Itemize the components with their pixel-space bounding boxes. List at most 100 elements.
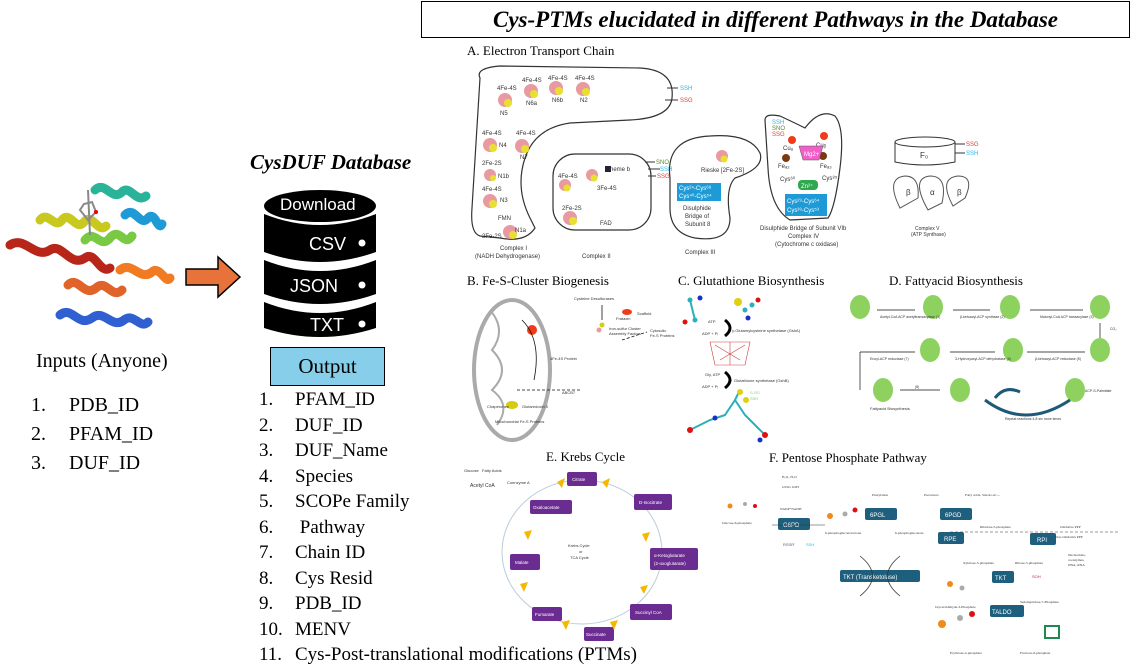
svg-text:β: β [906, 188, 911, 197]
acp-enzymes [850, 295, 1110, 402]
input-item: 3.DUF_ID [31, 452, 141, 474]
svg-text:4Fe-4S: 4Fe-4S [548, 76, 568, 82]
svg-text:Malonyl-CoA ACP transacylase (: Malonyl-CoA ACP transacylase (3) [1040, 315, 1094, 319]
format-txt[interactable]: TXT [310, 315, 344, 335]
svg-text:Ribulose-5-phosphate: Ribulose-5-phosphate [980, 525, 1011, 529]
svg-text:RPI: RPI [1037, 538, 1047, 544]
inputs-title: Inputs (Anyone) [36, 350, 168, 372]
input-item: 2.PFAM_ID [31, 423, 154, 445]
panel-d-title: D. Fattyacid Biosynthesis [889, 273, 1023, 288]
svg-text:Disulphide Bridge of Subunit V: Disulphide Bridge of Subunit VIb [760, 226, 847, 232]
svg-text:Complex I: Complex I [500, 246, 527, 252]
svg-text:4Fe-4S: 4Fe-4S [575, 76, 595, 82]
ppp-molecules [727, 502, 1060, 639]
output-item: 3.DUF_Name [259, 440, 388, 461]
cys-molecule [734, 297, 761, 321]
output-item: 2.DUF_ID [259, 414, 363, 436]
svg-text:N1a: N1a [515, 228, 527, 234]
panel-krebs-diagram: Citrate D-Isocitrate α-Ketoglutarate (2-… [464, 468, 698, 641]
mg-ion [798, 145, 824, 161]
svg-text:Oxidative PPP: Oxidative PPP [1060, 525, 1081, 529]
database-title: CysDUF Database [250, 150, 412, 174]
svg-text:Mg2+: Mg2+ [804, 152, 820, 158]
svg-text:Feₐ₂: Feₐ₂ [778, 164, 790, 170]
svg-text:Glutaredoxin 5: Glutaredoxin 5 [522, 404, 549, 409]
svg-text:ABCB7: ABCB7 [562, 390, 576, 395]
output-item: 1.PFAM_ID [259, 389, 375, 410]
svg-text:Cuₐ: Cuₐ [783, 146, 794, 152]
svg-text:ADP + Pᵢ: ADP + Pᵢ [702, 384, 718, 389]
svg-text:Acetyl CoA: Acetyl CoA [470, 483, 495, 489]
svg-text:4Fe-4S Protein: 4Fe-4S Protein [550, 356, 577, 361]
svg-text:TKT (Transketolase): TKT (Transketolase) [843, 575, 897, 581]
svg-text:Xylulose-5-phosphate: Xylulose-5-phosphate [963, 561, 994, 565]
svg-text:or: or [579, 549, 583, 554]
oxygen-atom [94, 210, 98, 214]
svg-text:Fructose-6-phosphate: Fructose-6-phosphate [1020, 651, 1051, 655]
svg-text:4Fe-4S: 4Fe-4S [558, 174, 578, 180]
svg-text:SNO: SNO [772, 126, 785, 132]
svg-text:4Fe-4S: 4Fe-4S [482, 187, 502, 193]
svg-text:G6PD: G6PD [783, 523, 800, 529]
svg-text:RSSR': RSSR' [783, 542, 795, 547]
svg-text:SSG: SSG [772, 132, 785, 138]
svg-text:NADP⁺NADH: NADP⁺NADH [780, 507, 802, 511]
figure-title: Cys-PTMs elucidated in different Pathway… [493, 6, 1058, 32]
svg-text:6-phosphogluconate: 6-phosphogluconate [895, 531, 924, 535]
output-item: 10.MENV [259, 618, 351, 640]
svg-text:4Fe-4S: 4Fe-4S [516, 131, 536, 137]
svg-text:Cys²⁹-Cys⁶⁴: Cys²⁹-Cys⁶⁴ [787, 198, 820, 205]
complex-4-cys-box [785, 194, 827, 216]
svg-text:Zn²⁺: Zn²⁺ [801, 183, 813, 190]
svg-text:Precursors: Precursors [924, 493, 939, 497]
svg-text:Cys⁸⁵: Cys⁸⁵ [822, 175, 838, 182]
svg-text:β: β [957, 188, 962, 197]
panel-c-title: C. Glutathione Biosynthesis [678, 273, 825, 288]
output-item: 5.SCOPe Family [259, 491, 410, 512]
svg-text:Cys⁴⁰-Cys⁵⁴: Cys⁴⁰-Cys⁵⁴ [679, 193, 712, 200]
helix-orange-red [63, 278, 127, 297]
panel-fes-diagram: Cysteine Desulfurases Frataxin Scaffold … [472, 296, 674, 442]
svg-text:Cytosolic: Cytosolic [650, 328, 666, 333]
svg-text:S-SG: S-SG [750, 390, 760, 395]
format-json[interactable]: JSON [290, 276, 339, 296]
svg-text:coenzymes,: coenzymes, [1068, 558, 1085, 563]
svg-text:Oxaloacetate: Oxaloacetate [533, 505, 560, 510]
svg-text:N5: N5 [500, 111, 508, 117]
svg-text:6-phosphogluconolactone: 6-phosphogluconolactone [825, 531, 862, 535]
svg-text:Fatty Acids: Fatty Acids [482, 468, 502, 473]
enzyme-triangles [520, 478, 650, 630]
ligand-heme [78, 189, 98, 236]
svg-text:SSG: SSG [966, 142, 979, 148]
svg-text:Glyceraldehyde-3-Phosphate: Glyceraldehyde-3-Phosphate [935, 605, 976, 609]
svg-text:FAD: FAD [600, 221, 612, 227]
svg-text:Fe-S Proteins: Fe-S Proteins [650, 333, 674, 338]
svg-text:Feₐ₃: Feₐ₃ [820, 164, 832, 170]
svg-text:TALDO: TALDO [992, 610, 1012, 616]
svg-text:α: α [930, 188, 935, 197]
panel-ppp-diagram: G6PD 6PGL 6PGD RPE RPI TKT (Transketolas… [722, 475, 1120, 655]
krebs-intermediates [510, 472, 698, 641]
helix-green [80, 229, 137, 247]
svg-text:SSH: SSH [772, 120, 784, 126]
complex-3-outline [668, 135, 762, 240]
svg-text:Scaffold: Scaffold [637, 311, 651, 316]
svg-text:6PGL: 6PGL [870, 513, 886, 519]
svg-text:SSH: SSH [966, 151, 978, 157]
svg-text:Cysteine Desulfurases: Cysteine Desulfurases [574, 296, 614, 301]
svg-text:Chaperones: Chaperones [487, 404, 509, 409]
svg-text:4Fe-4S: 4Fe-4S [482, 131, 502, 137]
flow-arrow-icon [185, 255, 242, 299]
svg-text:N2: N2 [580, 98, 588, 104]
svg-text:TKT: TKT [995, 576, 1007, 582]
svg-text:γ-Glutamylcysteine synthetase: γ-Glutamylcysteine synthetase (GshA) [732, 328, 801, 333]
svg-text:(NADH Dehydrogenase): (NADH Dehydrogenase) [475, 254, 540, 260]
svg-text:2Fe-2S: 2Fe-2S [482, 161, 502, 167]
svg-text:CO₂: CO₂ [1110, 327, 1117, 331]
txt-bullet [358, 320, 366, 328]
format-csv[interactable]: CSV [309, 234, 347, 254]
svg-text:D-Isocitrate: D-Isocitrate [639, 500, 663, 505]
output-item: 4.Species [259, 465, 354, 487]
svg-text:Glucose: Glucose [464, 468, 479, 473]
